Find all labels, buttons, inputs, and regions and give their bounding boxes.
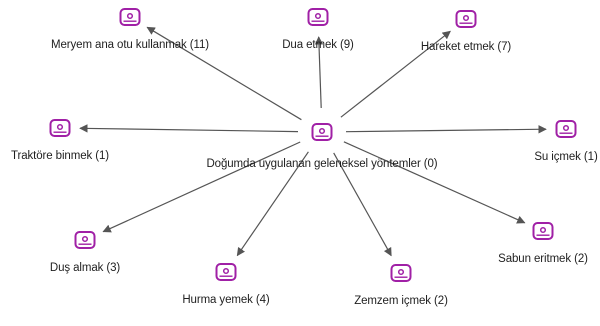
code-tag-icon (532, 222, 554, 240)
code-tag-icon (215, 263, 237, 281)
edge-center-to-dus (102, 141, 301, 233)
node-label-zemzem: Zemzem içmek (2) (354, 295, 448, 307)
node-label-hurma: Hurma yemek (4) (182, 294, 270, 306)
node-label-su: Su içmek (1) (534, 151, 598, 163)
node-label-dus: Duş almak (3) (49, 262, 121, 274)
code-tag-icon (455, 10, 477, 28)
node-label-traktor: Traktöre binmek (1) (10, 150, 110, 162)
edge-center-to-hareket (340, 30, 451, 118)
code-tag-icon (390, 264, 412, 282)
edge-center-to-dua (314, 36, 324, 109)
node-label-meryem: Meryem ana otu kullanmak (11) (51, 39, 209, 51)
edge-center-to-traktor (79, 124, 299, 133)
edge-center-to-meryem (146, 26, 302, 121)
code-tag-icon (74, 231, 96, 249)
code-tag-icon (311, 123, 333, 141)
code-tag-icon (555, 120, 577, 138)
node-label-hareket: Hareket etmek (7) (420, 41, 512, 53)
edge-center-to-sabun (343, 141, 526, 224)
code-tag-icon (119, 8, 141, 26)
edge-center-to-zemzem (333, 152, 392, 257)
center-node-label: Doğumda uygulanan geleneksel yöntemler (… (206, 158, 438, 170)
node-label-sabun: Sabun eritmek (2) (498, 253, 588, 265)
node-label-dua: Dua etmek (9) (282, 39, 354, 51)
code-tag-icon (307, 8, 329, 26)
edge-center-to-su (345, 125, 547, 134)
code-tag-icon (49, 119, 71, 137)
edge-center-to-hurma (236, 151, 309, 257)
